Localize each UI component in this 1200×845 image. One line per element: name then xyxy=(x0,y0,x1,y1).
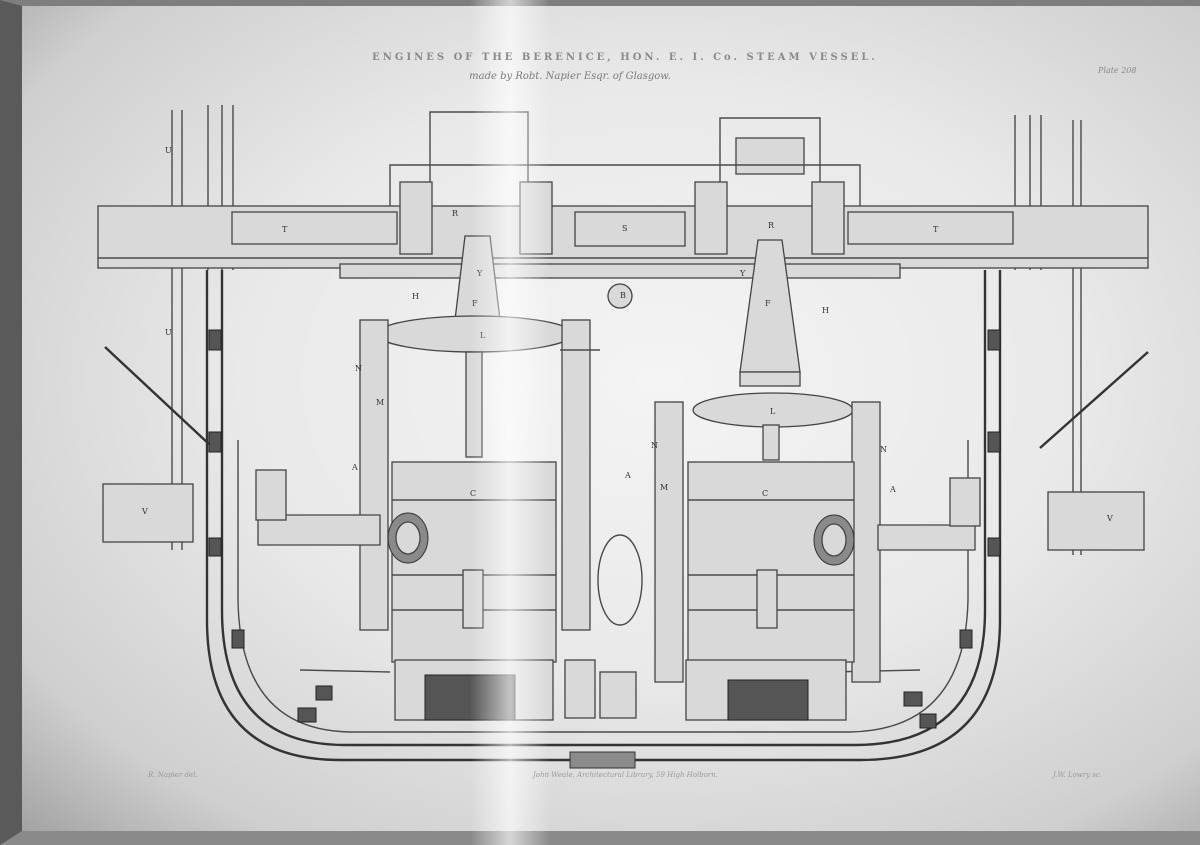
uprights xyxy=(102,105,1149,555)
svg-text:C: C xyxy=(762,489,768,498)
svg-text:F: F xyxy=(765,299,771,308)
svg-text:R: R xyxy=(452,209,459,218)
svg-text:R: R xyxy=(768,221,775,230)
svg-text:L: L xyxy=(770,407,776,416)
footer-publisher: John Weale, Architectural Library, 59 Hi… xyxy=(533,771,719,779)
center-features xyxy=(564,283,643,719)
svg-text:B: B xyxy=(620,291,626,300)
svg-text:Y: Y xyxy=(739,269,746,278)
footer-engraver: J.W. Lowry sc. xyxy=(1053,771,1103,779)
svg-text:T: T xyxy=(282,225,288,234)
svg-text:A: A xyxy=(351,463,358,472)
svg-text:N: N xyxy=(355,364,362,373)
deck-beam xyxy=(97,111,1149,279)
svg-text:M: M xyxy=(660,483,668,492)
plate-subtitle: made by Robt. Napier Esqr. of Glasgow. xyxy=(469,71,671,82)
plate-number: Plate 208 xyxy=(1098,66,1137,75)
svg-text:A: A xyxy=(624,471,631,480)
svg-text:N: N xyxy=(880,445,887,454)
svg-text:N: N xyxy=(651,441,658,450)
footer-draughtsman: R. Napier del. xyxy=(148,771,198,779)
svg-text:V: V xyxy=(141,507,148,516)
svg-text:V: V xyxy=(1106,514,1113,523)
engine-right xyxy=(654,181,981,721)
plate-title: ENGINES OF THE BERENICE, HON. E. I. Co. … xyxy=(372,52,878,63)
svg-text:S: S xyxy=(622,224,627,233)
svg-text:T: T xyxy=(933,225,939,234)
svg-text:U: U xyxy=(165,328,172,337)
svg-text:H: H xyxy=(412,292,419,301)
svg-text:M: M xyxy=(376,398,384,407)
light-glare xyxy=(470,0,550,845)
reference-letters: UU TT SR RY YF FB LL AA AC CM MN NN HH V… xyxy=(141,146,1113,523)
svg-text:U: U xyxy=(165,146,172,155)
hull-section xyxy=(205,270,1002,769)
svg-text:A: A xyxy=(889,485,896,494)
svg-text:H: H xyxy=(822,306,829,315)
